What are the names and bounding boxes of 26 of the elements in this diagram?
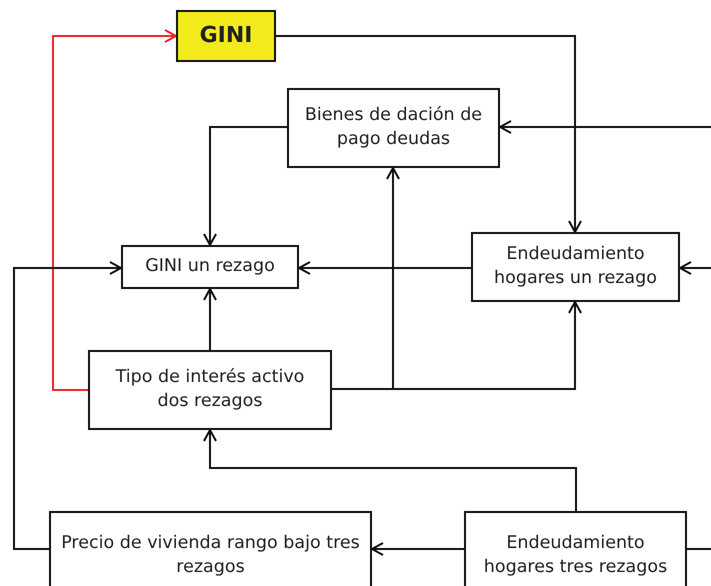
process-box xyxy=(464,511,687,586)
arrow xyxy=(371,542,464,556)
node-text: Endeudamiento hogares un rezago xyxy=(493,243,658,290)
arrow xyxy=(499,120,711,134)
process-box xyxy=(88,350,332,430)
process-box xyxy=(49,511,372,586)
arrow xyxy=(276,35,582,233)
node-text: Bienes de dación de pago deudas xyxy=(304,104,484,151)
arrow xyxy=(332,301,582,390)
process-box xyxy=(176,10,276,62)
process-box xyxy=(471,232,680,302)
arrow xyxy=(203,126,287,246)
arrow xyxy=(13,261,122,550)
node-text: Endeudamiento hogares tres rezagos xyxy=(482,532,668,579)
arrow xyxy=(203,288,217,350)
arrow xyxy=(298,261,471,275)
process-box xyxy=(287,88,500,168)
arrow xyxy=(679,261,711,275)
node-text: Precio de vivienda rango bajo tres rezagos xyxy=(60,532,361,579)
connector-line xyxy=(687,548,711,550)
node-text: Tipo de interés activo dos rezagos xyxy=(114,366,306,413)
node-text: GINI un rezago xyxy=(145,255,275,278)
arrow xyxy=(52,29,177,391)
node-text: GINI xyxy=(200,22,252,50)
arrow xyxy=(203,429,577,511)
process-box xyxy=(121,245,299,289)
